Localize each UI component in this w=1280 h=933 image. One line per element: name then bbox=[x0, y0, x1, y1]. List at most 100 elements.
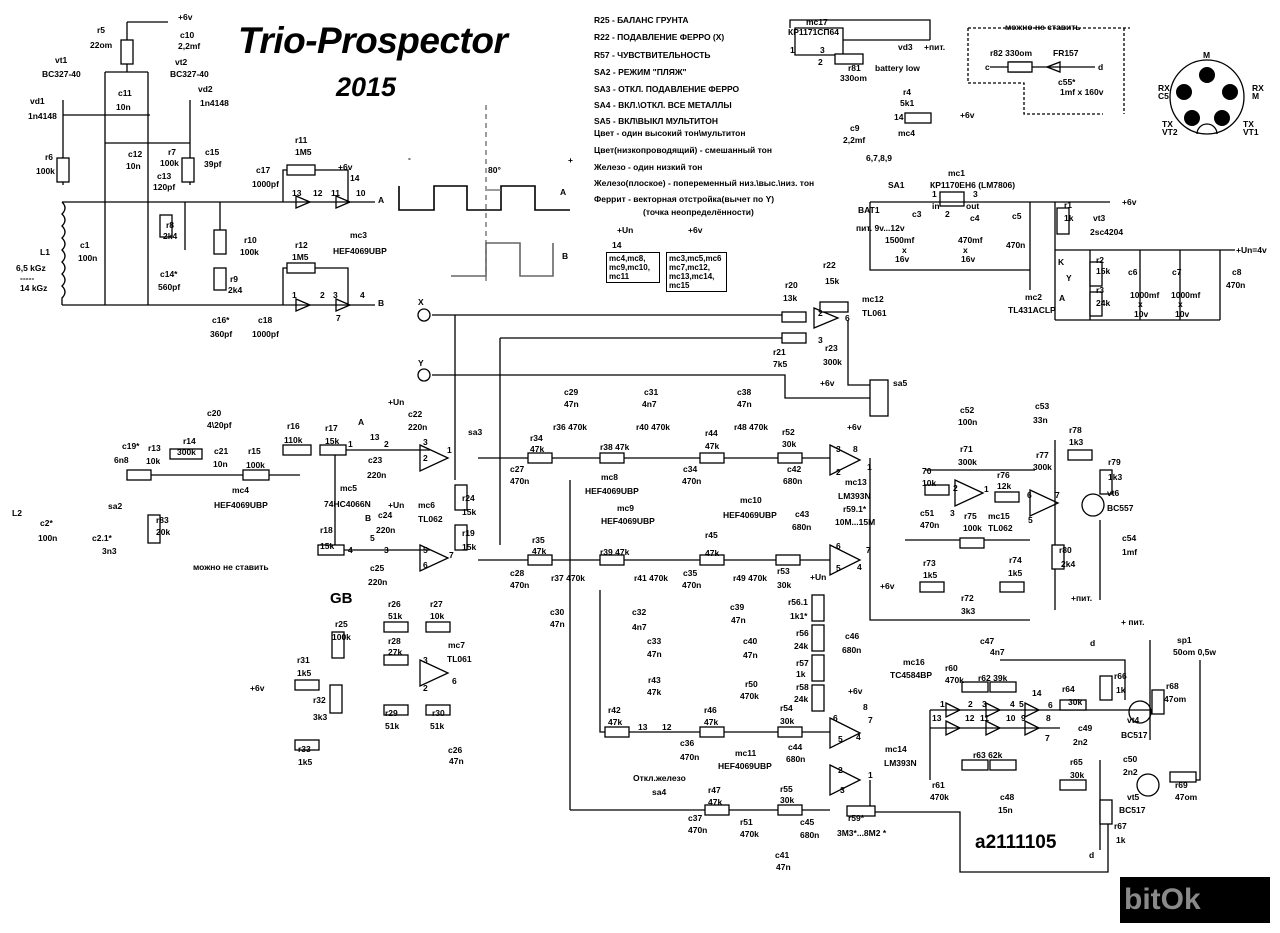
component-value: 14 kGz bbox=[20, 282, 48, 293]
component-designator: r59.1* bbox=[843, 503, 867, 514]
component-value: +Un bbox=[388, 396, 405, 407]
component-designator: r81 bbox=[848, 62, 861, 73]
component-designator: c7 bbox=[1172, 266, 1182, 277]
component-designator: r72 bbox=[961, 592, 974, 603]
resistor-symbol bbox=[329, 684, 343, 714]
resistor-symbol bbox=[286, 262, 316, 274]
component-value: 1n4148 bbox=[28, 110, 57, 121]
component-value: 470n bbox=[510, 579, 530, 590]
component-value: HEF4069UBP bbox=[333, 245, 387, 256]
filter-chain-wires bbox=[150, 443, 1109, 873]
component-designator: r60 bbox=[945, 662, 958, 673]
legend-line: SA2 - РЕЖИМ "ПЛЯЖ" bbox=[594, 67, 687, 77]
resistor-symbol bbox=[1089, 261, 1103, 287]
page-title: Trio-Prospector bbox=[238, 20, 508, 61]
component-designator: r66 bbox=[1114, 670, 1127, 681]
component-value: 1k5 bbox=[923, 569, 938, 580]
component-value: 13 bbox=[932, 712, 942, 723]
component-value: 1000pf bbox=[252, 178, 279, 189]
component-value: 1k bbox=[796, 668, 806, 679]
resistor-symbol bbox=[527, 554, 553, 566]
resistor-symbol bbox=[169, 448, 203, 460]
component-designator: r2 bbox=[1096, 254, 1105, 265]
signal-a-label: A bbox=[560, 186, 567, 197]
resistor-symbol bbox=[147, 514, 161, 544]
component-designator: r51 bbox=[740, 816, 753, 827]
component-value: 3M3*...8M2 * bbox=[837, 827, 887, 838]
plus-label: + bbox=[568, 154, 573, 165]
component-value: 1000mf bbox=[1171, 289, 1201, 300]
component-value: 12 bbox=[313, 187, 323, 198]
component-value: 24k bbox=[794, 693, 809, 704]
resistor-symbol bbox=[811, 594, 825, 622]
resistor-symbol bbox=[454, 524, 468, 551]
resistor-symbol bbox=[1051, 544, 1065, 570]
component-value: BC517 bbox=[1119, 804, 1146, 815]
component-designator: c2* bbox=[40, 517, 53, 528]
component-value: 1 bbox=[292, 289, 297, 300]
component-value: Y bbox=[418, 357, 424, 368]
component-value: +Un=4v bbox=[1236, 244, 1267, 255]
component-designator: r9 bbox=[230, 273, 239, 284]
component-value: 2sc4204 bbox=[1090, 226, 1124, 237]
resistor-symbol bbox=[1099, 799, 1113, 825]
component-designator: mc7 bbox=[448, 639, 466, 650]
component-value: +пит. bbox=[924, 41, 946, 52]
component-designator: c51 bbox=[920, 507, 935, 518]
component-designator: L2 bbox=[12, 507, 22, 518]
component-designator: c33 bbox=[647, 635, 662, 646]
audio-stage-wires bbox=[905, 440, 1201, 850]
component-designator: r56.1 bbox=[788, 596, 808, 607]
component-designator: r45 bbox=[705, 529, 718, 540]
resistor-symbol bbox=[1099, 469, 1113, 495]
component-designator: r71 bbox=[960, 443, 973, 454]
component-designator: r77 bbox=[1036, 449, 1049, 460]
component-value: 1 bbox=[940, 698, 945, 709]
component-value: 3 bbox=[423, 654, 428, 665]
component-value: 2 bbox=[384, 438, 389, 449]
component-value: 14 bbox=[350, 172, 360, 183]
component-designator: c1 bbox=[80, 239, 90, 250]
component-value: 5 bbox=[836, 562, 841, 573]
component-value: 15k bbox=[320, 540, 335, 551]
resistor-symbol bbox=[781, 311, 807, 323]
component-value: 47n bbox=[731, 614, 746, 625]
resistor-symbol bbox=[56, 157, 70, 183]
component-value: КР1170ЕН6 (LM7806) bbox=[930, 179, 1016, 190]
component-value: 10v bbox=[1134, 308, 1149, 319]
component-designator: r49 470k bbox=[733, 572, 768, 583]
component-designator: r40 470k bbox=[636, 421, 671, 432]
minus-label: - bbox=[408, 152, 411, 163]
tone-line: (точка неопределённости) bbox=[643, 207, 754, 217]
component-value: 100k bbox=[963, 522, 982, 533]
component-value: 7 bbox=[1045, 732, 1050, 743]
component-value: 10v bbox=[1175, 308, 1190, 319]
resistor-symbol bbox=[331, 631, 345, 659]
component-designator: mc15 bbox=[988, 510, 1010, 521]
resistor-symbol bbox=[924, 484, 950, 496]
component-value: 470n bbox=[1226, 279, 1246, 290]
resistor-symbol bbox=[213, 267, 227, 291]
component-value: 2 bbox=[838, 764, 843, 775]
component-value: 51k bbox=[430, 720, 445, 731]
component-value: 2 bbox=[320, 289, 325, 300]
component-designator: c24 bbox=[378, 509, 393, 520]
connector-socket bbox=[1169, 59, 1245, 135]
component-value: 8 bbox=[853, 443, 858, 454]
component-value: 1k5 bbox=[1008, 567, 1023, 578]
resistor-symbol bbox=[319, 444, 347, 456]
component-value: 2k4 bbox=[228, 284, 243, 295]
component-value: 24k bbox=[794, 640, 809, 651]
component-designator: r31 bbox=[297, 654, 310, 665]
component-value: 16v bbox=[895, 253, 910, 264]
component-value: 51k bbox=[388, 610, 403, 621]
component-value: 7 bbox=[449, 549, 454, 560]
component-value: 4 bbox=[1010, 698, 1015, 709]
component-value: 2 bbox=[953, 482, 958, 493]
component-value: K bbox=[1058, 256, 1065, 267]
component-value: HEF4069UBP bbox=[718, 760, 772, 771]
resistor-symbol bbox=[699, 726, 725, 738]
component-value: 1 bbox=[984, 483, 989, 494]
component-value: 330om bbox=[840, 72, 867, 83]
